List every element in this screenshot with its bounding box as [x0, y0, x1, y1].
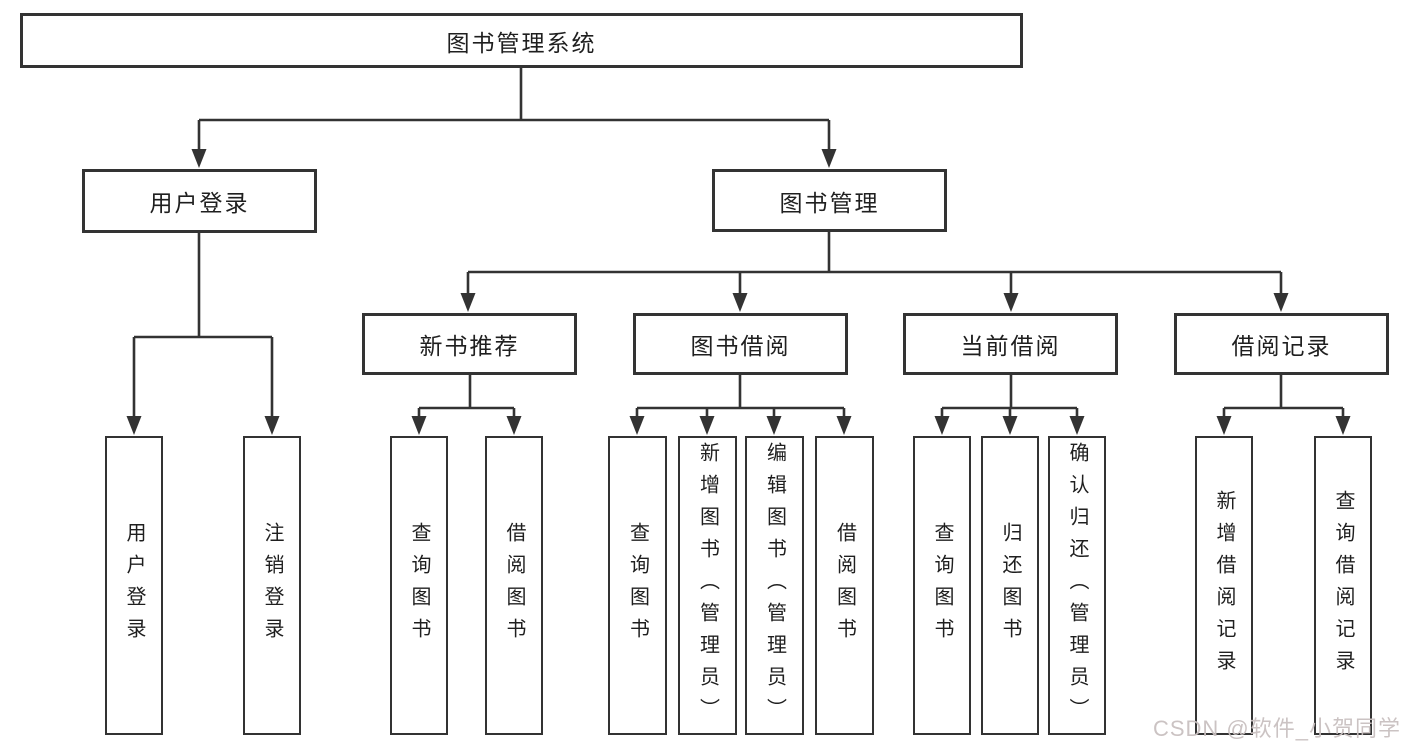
node-current-borrow: 当前借阅: [903, 313, 1118, 375]
leaf-edit-book-admin: 编辑图书（管理员）: [745, 436, 804, 735]
node-current-borrow-label: 当前借阅: [960, 333, 1061, 359]
leaf-borrow-books-recommend: 借阅图书: [485, 436, 543, 735]
leaf-query-books-current: 查询图书: [913, 436, 971, 735]
leaf-borrow-books-label: 借阅图书: [833, 521, 856, 650]
node-book-management-label: 图书管理: [779, 189, 880, 216]
leaf-return-books: 归还图书: [981, 436, 1039, 735]
leaf-query-books-current-label: 查询图书: [931, 521, 953, 650]
node-user-login: 用户登录: [82, 169, 317, 233]
node-borrow-records-label: 借阅记录: [1231, 333, 1332, 359]
leaf-edit-book-admin-label: 编辑图书（管理员）: [763, 441, 786, 730]
leaf-logout-label: 注销登录: [261, 521, 283, 650]
leaf-query-books-recommend-label: 查询图书: [408, 521, 430, 650]
leaf-logout: 注销登录: [243, 436, 301, 735]
csdn-watermark: CSDN @软件_小贺同学: [1152, 716, 1401, 741]
leaf-borrow-books: 借阅图书: [815, 436, 874, 735]
node-book-management: 图书管理: [712, 169, 947, 232]
node-borrow-records: 借阅记录: [1174, 313, 1389, 375]
node-book-borrow: 图书借阅: [633, 313, 848, 375]
leaf-query-books-borrow-label: 查询图书: [626, 521, 649, 650]
leaf-add-borrow-record: 新增借阅记录: [1195, 436, 1253, 735]
leaf-confirm-return-admin: 确认归还（管理员）: [1048, 436, 1106, 735]
node-library-system: 图书管理系统: [20, 13, 1023, 68]
leaf-query-books-borrow: 查询图书: [608, 436, 667, 735]
leaf-query-borrow-record: 查询借阅记录: [1314, 436, 1372, 735]
leaf-query-books-recommend: 查询图书: [390, 436, 448, 735]
node-user-login-label: 用户登录: [149, 190, 250, 216]
leaf-borrow-books-recommend-label: 借阅图书: [503, 521, 525, 650]
node-book-borrow-label: 图书借阅: [690, 333, 791, 359]
leaf-user-login-label: 用户登录: [123, 521, 145, 650]
leaf-query-borrow-record-label: 查询借阅记录: [1332, 489, 1354, 682]
node-new-book-recommend-label: 新书推荐: [419, 333, 520, 359]
node-library-system-label: 图书管理系统: [446, 29, 597, 56]
leaf-add-borrow-record-label: 新增借阅记录: [1213, 489, 1235, 682]
leaf-confirm-return-admin-label: 确认归还（管理员）: [1066, 441, 1088, 730]
leaf-add-book-admin-label: 新增图书（管理员）: [696, 441, 719, 730]
node-new-book-recommend: 新书推荐: [362, 313, 577, 375]
leaf-add-book-admin: 新增图书（管理员）: [678, 436, 737, 735]
arrowheads: [126, 149, 1351, 435]
leaf-user-login: 用户登录: [105, 436, 163, 735]
leaf-return-books-label: 归还图书: [999, 521, 1021, 650]
